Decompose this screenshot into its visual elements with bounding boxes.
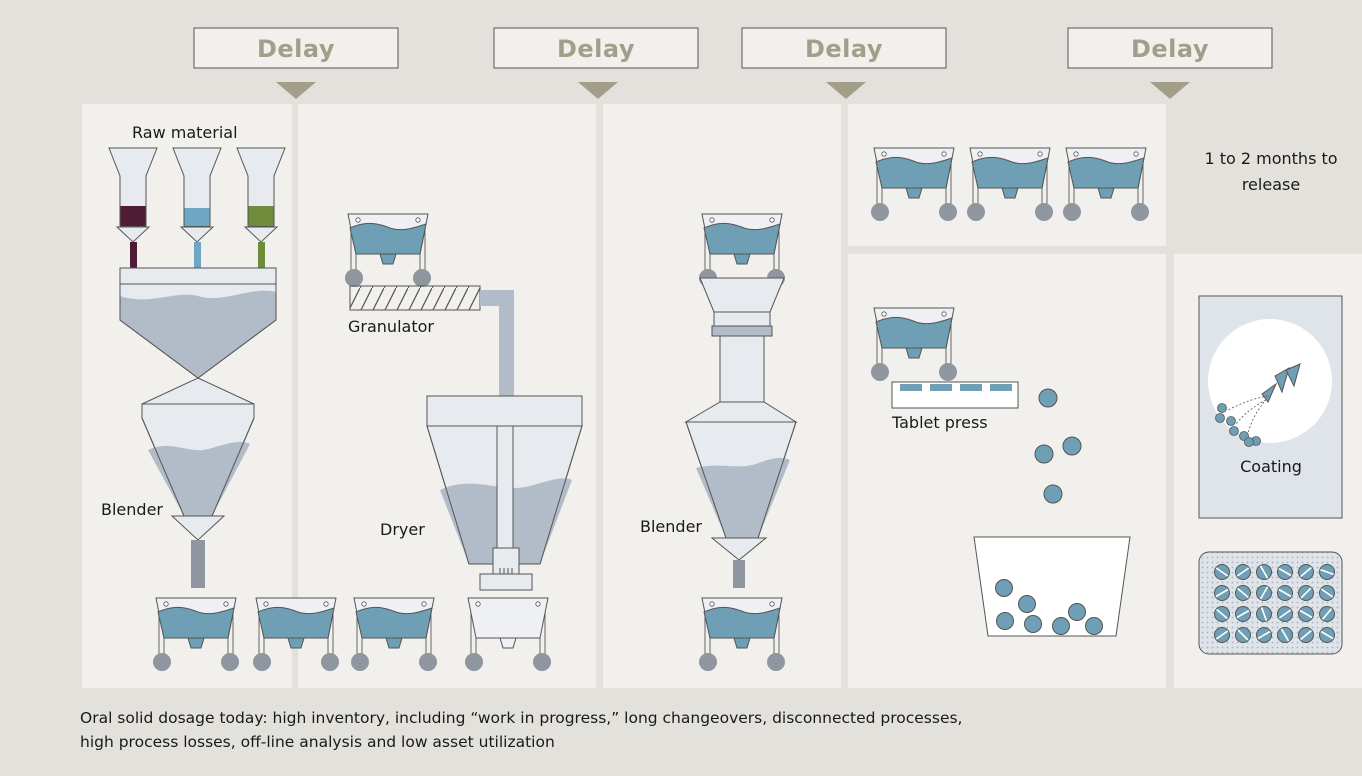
pill-score-line [1237,587,1249,599]
pill-score-line [1278,588,1292,598]
delay-2: Delay [493,27,699,99]
pill-score-line [1299,609,1313,619]
delay-4: Delay [1067,27,1273,99]
pill-score-line [1236,567,1250,577]
coating-label: Coating [1240,457,1302,476]
pill-score-line [1320,630,1334,640]
granulator-label: Granulator [348,317,434,336]
pill-score-line [1300,587,1312,599]
pill-score-line [1257,630,1271,640]
delay-3-arrow [826,82,866,99]
pill-score-line [1300,629,1312,641]
tablet-bin [973,536,1131,637]
pill-score-line [1278,567,1292,577]
tablet-press [891,381,1019,409]
raw-material-hoppers [108,147,286,268]
delay-1-label: Delay [257,35,335,63]
pill-score-line [1259,586,1269,600]
delay-3-label: Delay [805,35,883,63]
pill-score-line [1320,568,1334,576]
spray-nozzle-icon [1261,363,1301,403]
delay-3: Delay [741,27,947,99]
pill-score-line [1237,629,1249,641]
empty-container-bin [465,597,551,671]
pill-score-line [1216,608,1228,620]
delay-2-label: Delay [557,35,635,63]
delay-1-arrow [276,82,316,99]
pill-score-line [1320,588,1334,598]
pill-score-line [1215,567,1229,577]
pill-score-line [1260,607,1268,621]
tablet-press-label: Tablet press [891,413,988,432]
raw-material-label: Raw material [132,123,238,142]
delay-2-arrow [578,82,618,99]
pill-score-line [1300,566,1312,578]
pill-score-line [1321,608,1333,620]
delay-4-arrow [1150,82,1190,99]
blender-1-label: Blender [101,500,163,519]
delay-4-label: Delay [1131,35,1209,63]
dryer-label: Dryer [380,520,425,539]
blister-pack [1198,551,1343,655]
pill-score-line [1259,565,1269,579]
blender-2 [684,277,798,588]
release-time-line2: release [1242,175,1300,194]
pill-score-line [1215,588,1229,598]
pill-score-line [1236,609,1250,619]
release-time-line1: 1 to 2 months to [1204,149,1337,168]
pill-score-line [1280,628,1290,642]
granulator [349,285,514,396]
delay-1: Delay [193,27,399,99]
pill-score-line [1278,609,1292,619]
pill-score-line [1215,630,1229,640]
caption: Oral solid dosage today: high inventory,… [80,706,1180,754]
caption-line-2: high process losses, off-line analysis a… [80,733,555,751]
coating-unit [1198,295,1343,519]
caption-line-1: Oral solid dosage today: high inventory,… [80,709,963,727]
dryer [426,395,583,591]
blender-2-label: Blender [640,517,702,536]
blender-1 [119,267,277,588]
falling-tablets [1034,388,1082,504]
